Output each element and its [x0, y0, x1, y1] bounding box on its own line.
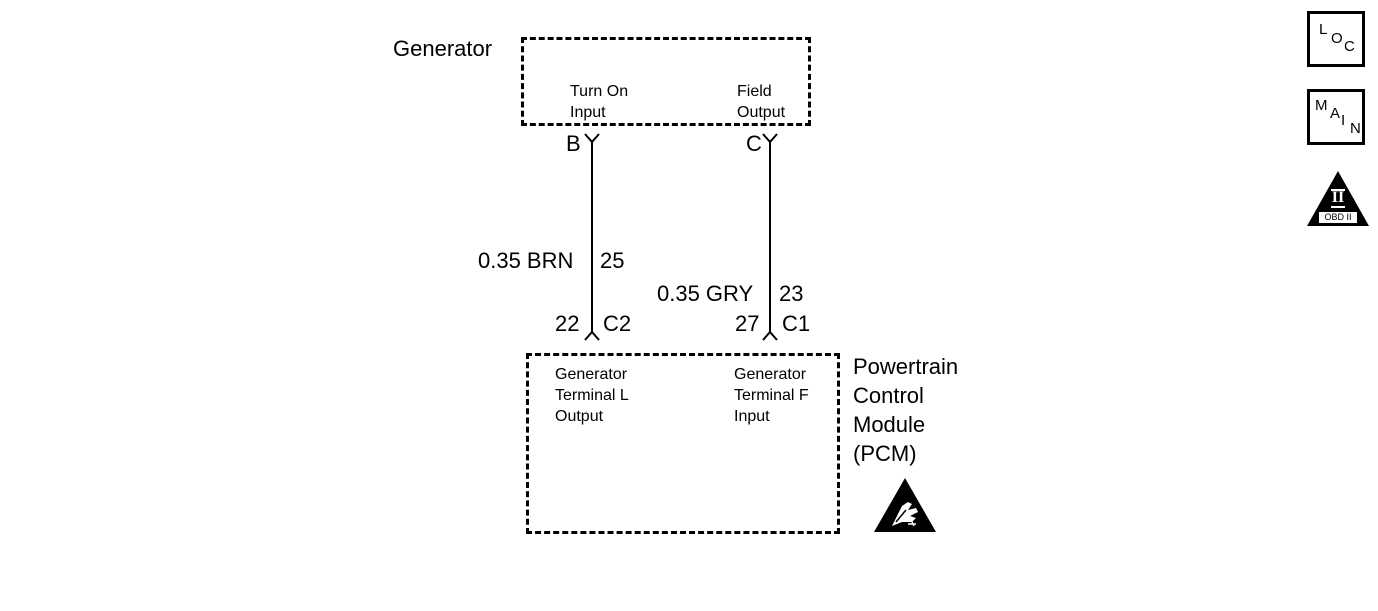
pcm-pin-27: 27	[735, 311, 760, 336]
obd-caption: OBD II	[1324, 212, 1352, 222]
wire-brn-circuit: 25	[600, 248, 625, 273]
pcm-connector-c2: C2	[603, 311, 632, 336]
loc-icon[interactable]: L O C	[1307, 11, 1365, 67]
generator-terminal-b: B	[566, 131, 581, 156]
pcm-connector-c1: C1	[782, 311, 811, 336]
obd-ii-icon[interactable]: II OBD II	[1306, 170, 1370, 227]
obd-numeral: II	[1331, 189, 1345, 206]
pcm-box[interactable]	[526, 353, 840, 534]
esd-sensitive-hand-icon	[874, 478, 936, 532]
pcm-terminal-l-label: Generator Terminal L Output	[555, 366, 629, 425]
pcm-terminal-f-label: Generator Terminal F Input	[734, 366, 809, 425]
generator-terminal-c: C	[746, 131, 762, 156]
generator-title: Generator	[393, 36, 493, 61]
pcm-pin-22: 22	[555, 311, 580, 336]
wire-gry-gauge-color: 0.35 GRY	[657, 281, 754, 306]
wire-brn-gauge-color: 0.35 BRN	[478, 248, 574, 273]
wire-gry[interactable]	[769, 140, 771, 332]
connector-c1-male	[762, 330, 778, 341]
wire-brn[interactable]	[591, 140, 593, 332]
generator-box[interactable]	[521, 37, 811, 126]
main-icon[interactable]: M A I N	[1307, 89, 1365, 145]
wire-gry-circuit: 23	[779, 281, 804, 306]
generator-field-output-label: Field Output	[737, 83, 786, 121]
generator-turn-on-input-label: Turn On Input	[570, 83, 629, 121]
pcm-title: Powertrain Control Module (PCM)	[853, 354, 959, 466]
connector-c2-male	[584, 330, 600, 341]
